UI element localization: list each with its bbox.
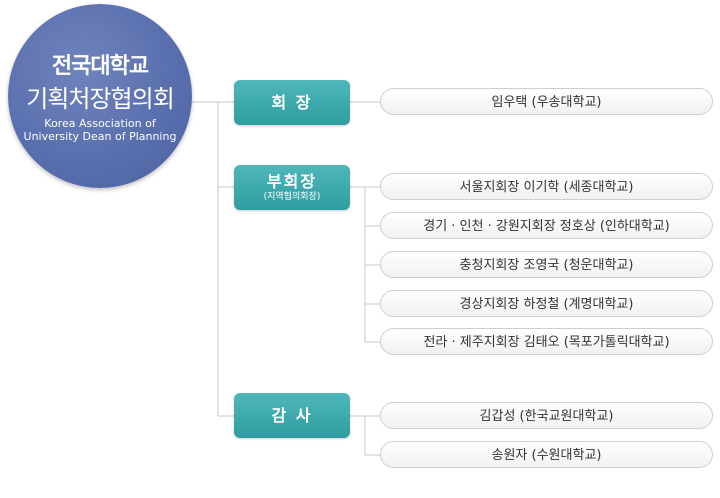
role-auditor: 감 사 <box>234 393 350 438</box>
member-vice-president-2: 경기 · 인천 · 강원지회장 정호상 (인하대학교) <box>380 212 713 239</box>
org-english-line1: Korea Association of <box>44 117 156 130</box>
org-english-line2: University Dean of Planning <box>23 130 177 143</box>
role-president-label: 회 장 <box>271 93 313 112</box>
member-vice-president-1: 서울지회장 이기학 (세종대학교) <box>380 173 713 200</box>
role-auditor-label: 감 사 <box>271 406 313 425</box>
member-auditor-1: 김갑성 (한국교원대학교) <box>380 402 713 429</box>
member-vice-president-3: 충청지회장 조영국 (청운대학교) <box>380 251 713 278</box>
role-vice-president-label: 부회장 <box>266 172 318 191</box>
org-name-line1: 전국대학교 <box>51 54 149 79</box>
member-president-1: 임우택 (우송대학교) <box>380 88 713 115</box>
role-vice-president: 부회장 (지역협의회장) <box>234 165 350 210</box>
role-vice-president-sublabel: (지역협의회장) <box>263 192 321 202</box>
member-vice-president-4: 경상지회장 하정철 (계명대학교) <box>380 290 713 317</box>
member-auditor-2: 송원자 (수원대학교) <box>380 441 713 468</box>
org-name-line2: 기획처장협의회 <box>26 85 175 113</box>
role-president: 회 장 <box>234 80 350 125</box>
member-vice-president-5: 전라 · 제주지회장 김태오 (목포가톨릭대학교) <box>380 328 713 355</box>
organization-circle: 전국대학교 기획처장협의회 Korea Association of Unive… <box>8 4 192 188</box>
